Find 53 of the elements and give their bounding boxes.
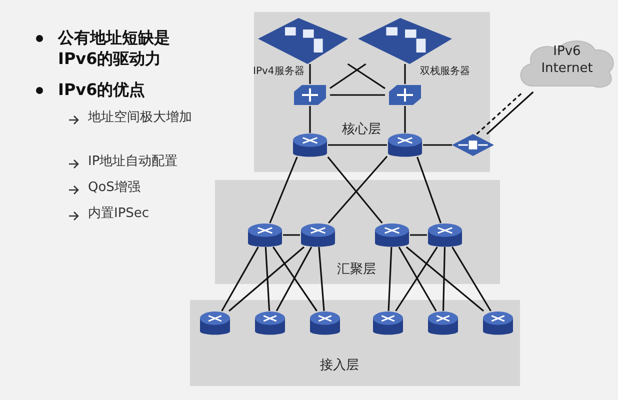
link-line xyxy=(330,94,385,96)
link-line xyxy=(416,156,442,224)
sub-item-text: QoS增强 xyxy=(88,180,142,197)
link-line xyxy=(410,234,427,236)
router-icon xyxy=(387,133,423,157)
server-group-icon xyxy=(258,18,348,64)
router-icon xyxy=(482,311,514,335)
sub-item-text: 内置IPSec xyxy=(88,206,150,223)
link-line xyxy=(423,144,452,146)
link-line xyxy=(406,246,484,312)
router-icon xyxy=(374,223,410,247)
sub-item-text: IP地址自动配置 xyxy=(88,154,179,171)
layer-panel xyxy=(190,300,520,386)
link-line xyxy=(388,246,392,312)
router-icon xyxy=(309,311,341,335)
sub-item-text: 地址空间极大增加 xyxy=(88,110,193,127)
link-line xyxy=(283,234,300,236)
link-line xyxy=(221,246,259,312)
layer-panel xyxy=(215,180,500,284)
router-icon xyxy=(247,223,283,247)
router-icon xyxy=(372,311,404,335)
layer-label: 汇聚层 xyxy=(337,261,376,278)
bullet-text: 公有地址短缺是IPv6的驱动力 xyxy=(58,28,171,70)
link-line xyxy=(486,91,534,135)
link-line xyxy=(228,246,304,312)
link-line xyxy=(328,144,387,146)
link-line xyxy=(452,246,492,312)
link-line xyxy=(264,246,270,312)
router-icon xyxy=(427,311,459,335)
dashed-link-line xyxy=(476,91,524,135)
link-line xyxy=(347,63,386,90)
router-icon xyxy=(300,223,336,247)
firewall-icon xyxy=(452,134,494,156)
router-icon xyxy=(427,223,463,247)
link-line xyxy=(442,246,446,312)
cloud-label: IPv6 Internet xyxy=(540,44,594,78)
server-label: IPv4服务器 xyxy=(253,65,304,78)
link-line xyxy=(318,246,325,312)
link-line xyxy=(404,64,406,84)
server-label: 双栈服务器 xyxy=(420,64,470,78)
link-line xyxy=(309,106,311,133)
router-icon xyxy=(199,311,231,335)
router-icon xyxy=(292,133,328,157)
link-line xyxy=(330,63,366,89)
bullet-text: IPv6的优点 xyxy=(58,80,146,101)
layer-panel xyxy=(254,12,490,172)
layer-label: 接入层 xyxy=(320,357,359,374)
layer-label: 核心层 xyxy=(342,121,381,138)
router-icon xyxy=(254,311,286,335)
link-line xyxy=(404,106,406,133)
server-group-icon xyxy=(358,18,452,64)
link-line xyxy=(269,156,298,224)
link-line xyxy=(309,64,311,84)
